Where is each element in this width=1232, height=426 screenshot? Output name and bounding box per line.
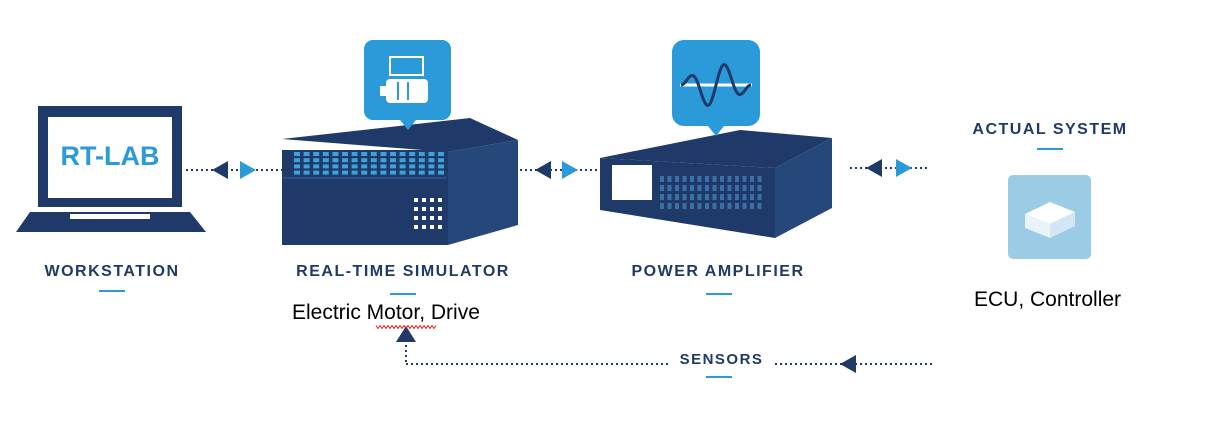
spellcheck-squiggle (375, 324, 437, 330)
sensors-underline (706, 376, 732, 378)
ecu-box-icon (1008, 175, 1091, 259)
simulator-subtitle: Electric Motor, Drive (292, 301, 480, 324)
laptop-icon (16, 106, 206, 232)
workstation-caption: WORKSTATION (44, 263, 180, 280)
link-workstation-simulator (186, 161, 282, 179)
amplifier-chassis (600, 130, 832, 238)
sine-wave-icon (672, 40, 760, 136)
amplifier-underline (706, 293, 732, 295)
link-simulator-amplifier (520, 161, 598, 179)
actual-system-subtitle: ECU, Controller (974, 288, 1122, 311)
link-amplifier-system (850, 159, 930, 177)
motor-icon (364, 40, 451, 130)
amplifier-caption: POWER AMPLIFIER (631, 263, 805, 280)
sensors-caption: SENSORS (679, 351, 764, 368)
workstation-underline (99, 290, 125, 292)
simulator-underline (390, 293, 416, 295)
sensor-feedback-path (396, 326, 932, 373)
simulator-caption: REAL-TIME SIMULATOR (296, 263, 510, 280)
simulator-chassis (282, 118, 518, 245)
actual-system-caption: ACTUAL SYSTEM (972, 121, 1128, 138)
laptop-screen-text: RT-LAB (60, 141, 160, 171)
actual-system-underline (1037, 148, 1063, 150)
